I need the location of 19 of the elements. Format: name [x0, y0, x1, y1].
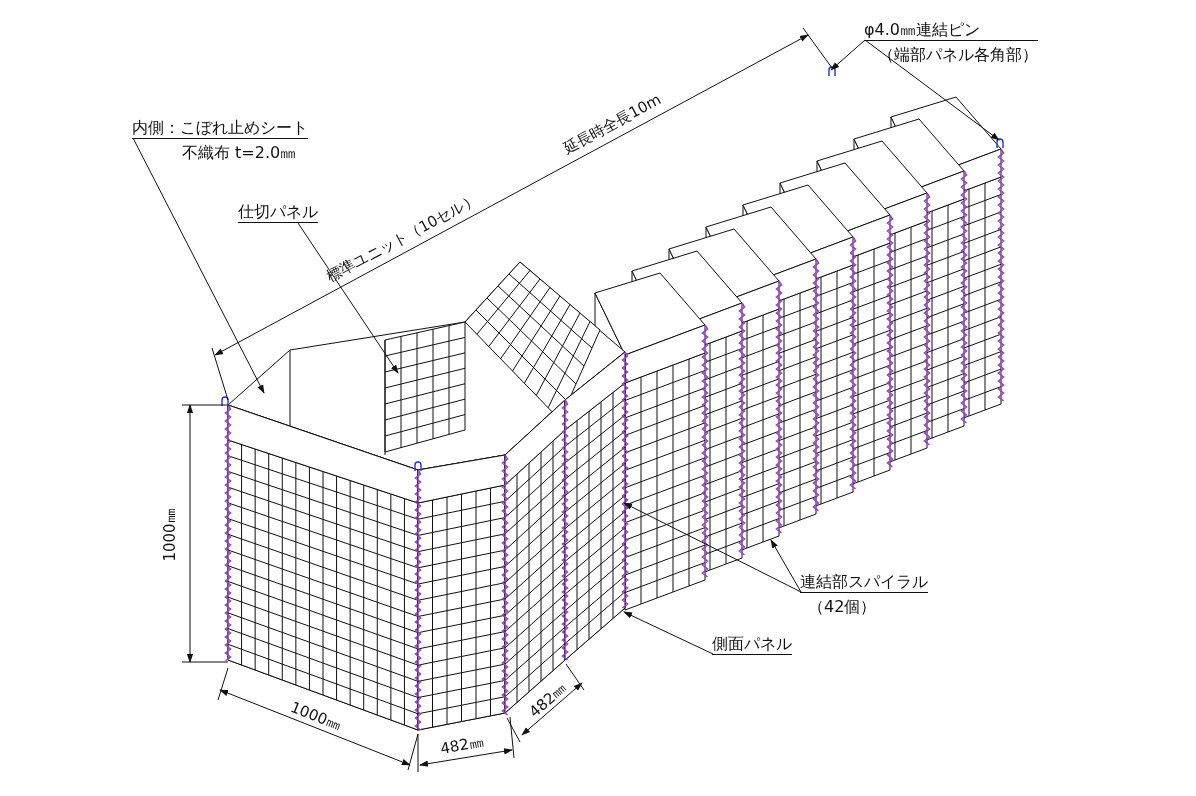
callout-note: （42個） [807, 597, 878, 617]
leader-line [623, 502, 802, 593]
callout-label: 連結部スパイラル [800, 572, 928, 593]
callout-label: 側面パネル [712, 634, 792, 655]
callout-label: 内側：こぼれ止めシート [132, 118, 308, 139]
callout-note: （端部パネル各角部） [877, 45, 1038, 65]
dimension-label: 標準ユニット（10セル） [323, 190, 481, 286]
dimension-label: 1000㎜ [161, 508, 179, 562]
leader-line [770, 539, 802, 593]
callout-label: φ4.0㎜連結ピン [864, 20, 1038, 41]
leader-line [623, 611, 714, 655]
leader-line [864, 39, 1000, 141]
leader-line [297, 222, 399, 374]
callout-label: 仕切パネル [238, 202, 318, 223]
dimension-label: 延長時全長10m [559, 90, 665, 158]
leader-line [830, 39, 866, 71]
dimension-label: 482㎜ [438, 732, 486, 758]
leader-line [132, 137, 265, 394]
callout-note: 不織布 t=2.0㎜ [181, 143, 298, 163]
